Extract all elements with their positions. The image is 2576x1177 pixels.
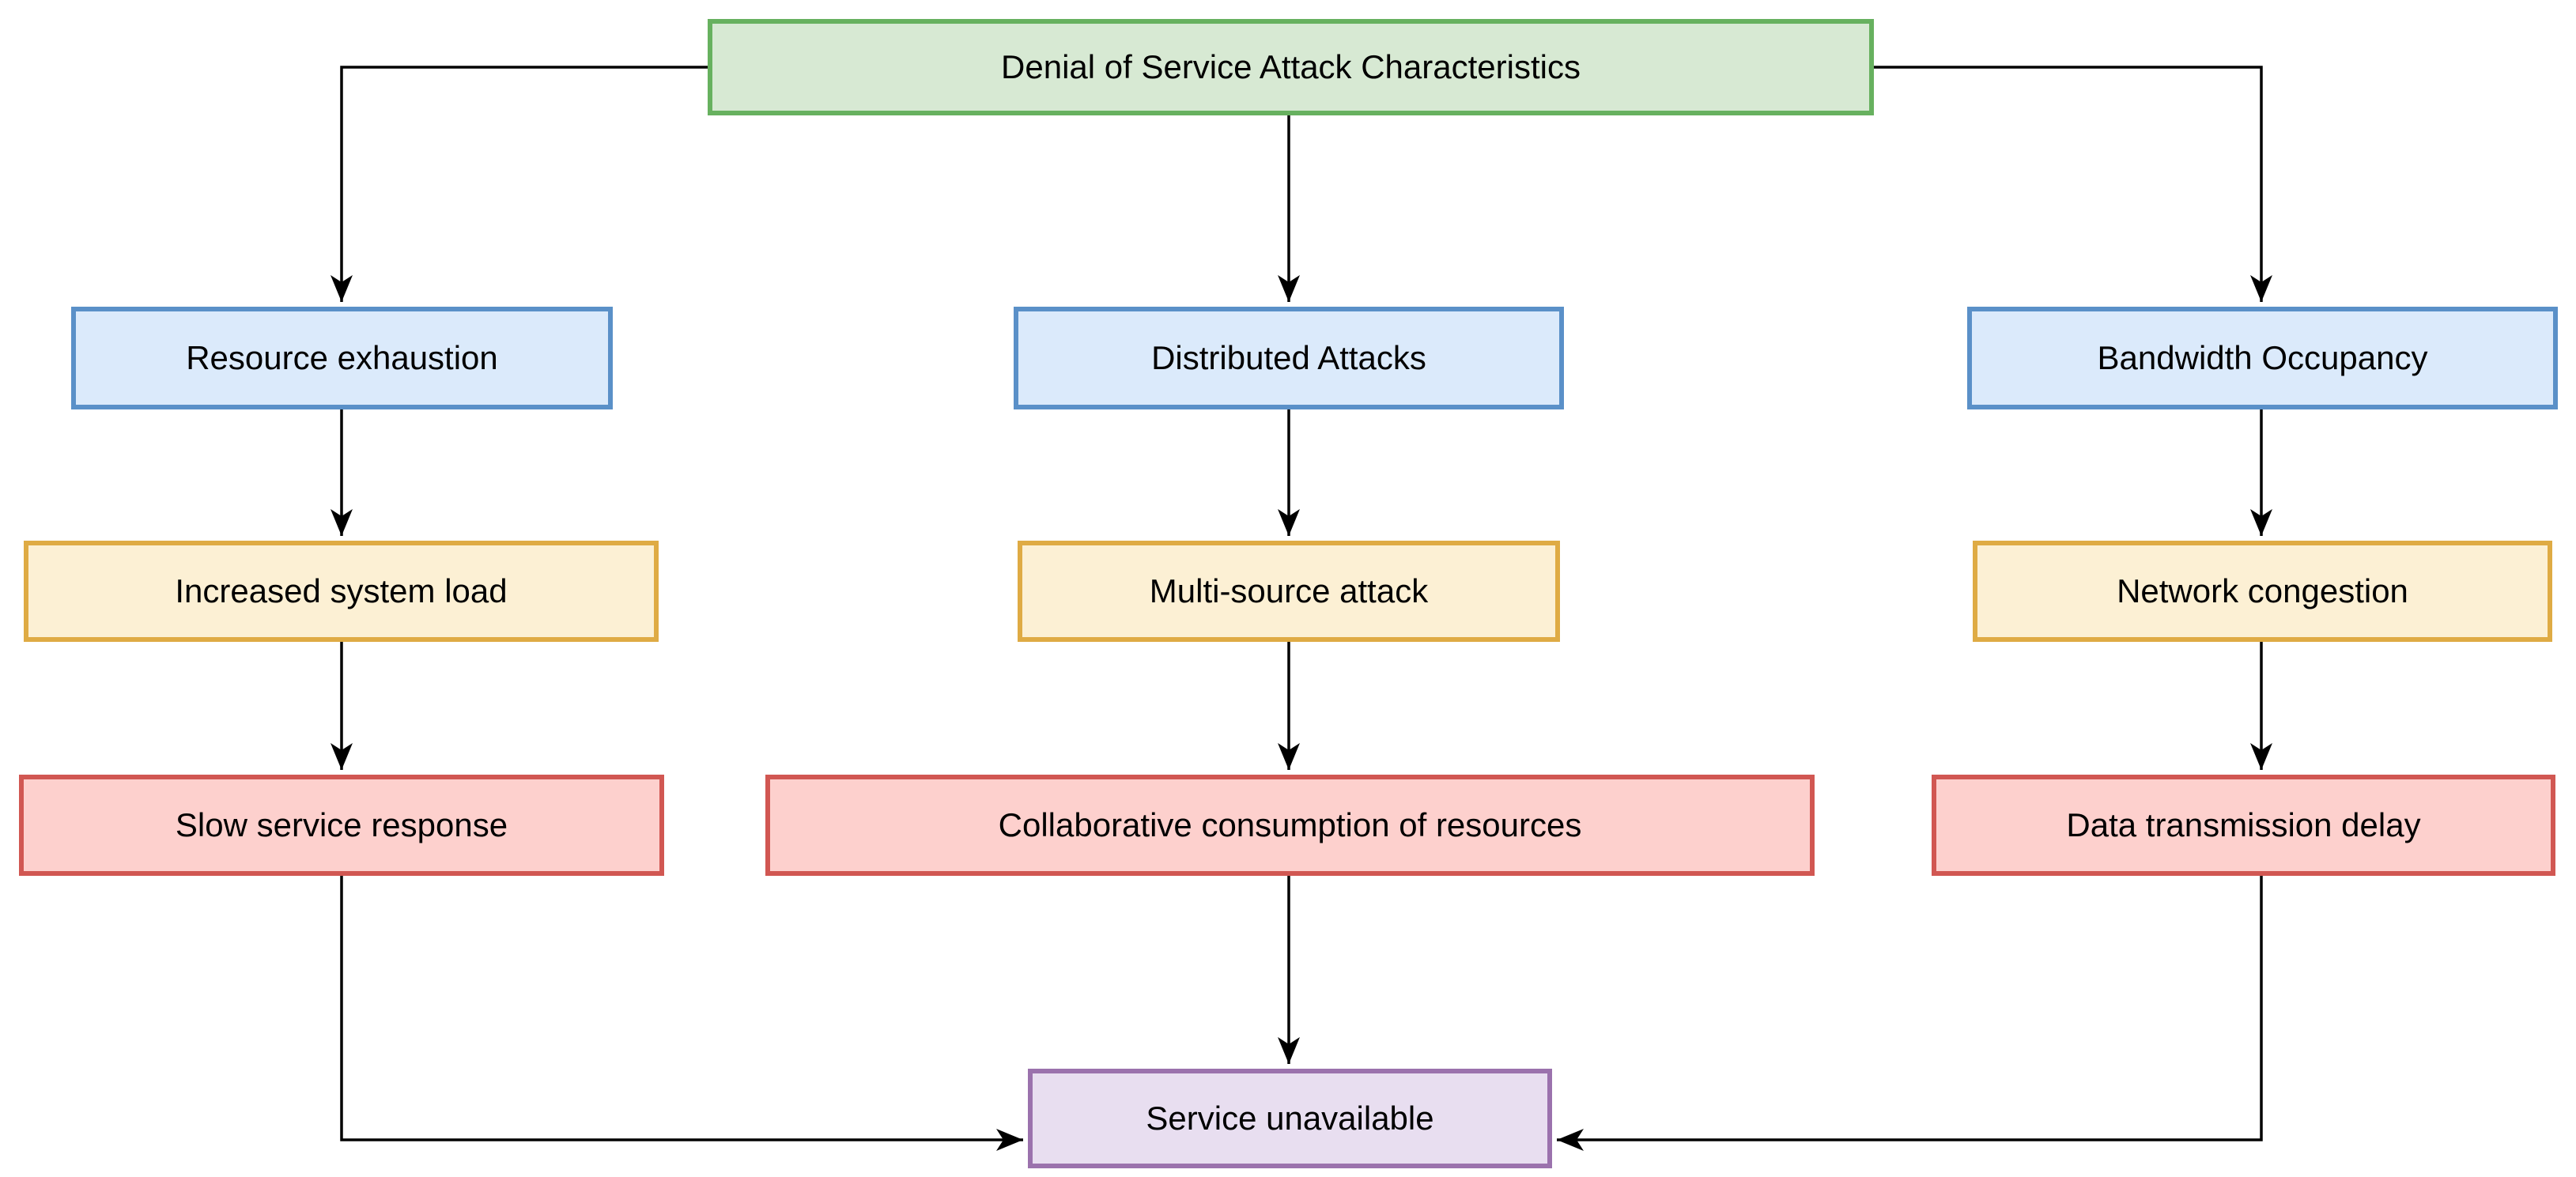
node-denial-of-service-attack-characteristics: Denial of Service Attack Characteristics — [708, 19, 1874, 115]
node-collaborative-consumption-of-resources: Collaborative consumption of resources — [765, 775, 1815, 876]
edge-root-to-bandwidth-occupancy — [1874, 66, 2272, 302]
node-data-transmission-delay: Data transmission delay — [1932, 775, 2555, 876]
node-increased-system-load: Increased system load — [24, 541, 659, 642]
node-label: Service unavailable — [1146, 1099, 1434, 1137]
node-label: Increased system load — [175, 572, 508, 609]
edge-root-to-resource-exhaustion — [330, 66, 708, 302]
node-label: Collaborative consumption of resources — [998, 805, 1582, 843]
node-distributed-attacks: Distributed Attacks — [1014, 307, 1564, 409]
node-label: Data transmission delay — [2066, 805, 2421, 843]
node-multi-source-attack: Multi-source attack — [1018, 541, 1560, 642]
node-label: Denial of Service Attack Characteristics — [1001, 47, 1581, 85]
node-label: Slow service response — [175, 805, 508, 843]
node-service-unavailable: Service unavailable — [1028, 1069, 1552, 1168]
node-network-congestion: Network congestion — [1973, 541, 2552, 642]
node-label: Bandwidth Occupancy — [2097, 338, 2428, 376]
node-label: Network congestion — [2117, 572, 2408, 609]
node-label: Distributed Attacks — [1151, 338, 1426, 376]
node-slow-service-response: Slow service response — [19, 775, 664, 876]
node-label: Multi-source attack — [1149, 572, 1429, 609]
node-resource-exhaustion: Resource exhaustion — [71, 307, 613, 409]
node-label: Resource exhaustion — [186, 338, 498, 376]
edge-slow-service-response-to-service-unavailable — [340, 876, 1023, 1151]
node-bandwidth-occupancy: Bandwidth Occupancy — [1967, 307, 2558, 409]
edge-data-transmission-delay-to-service-unavailable — [1557, 876, 2263, 1151]
